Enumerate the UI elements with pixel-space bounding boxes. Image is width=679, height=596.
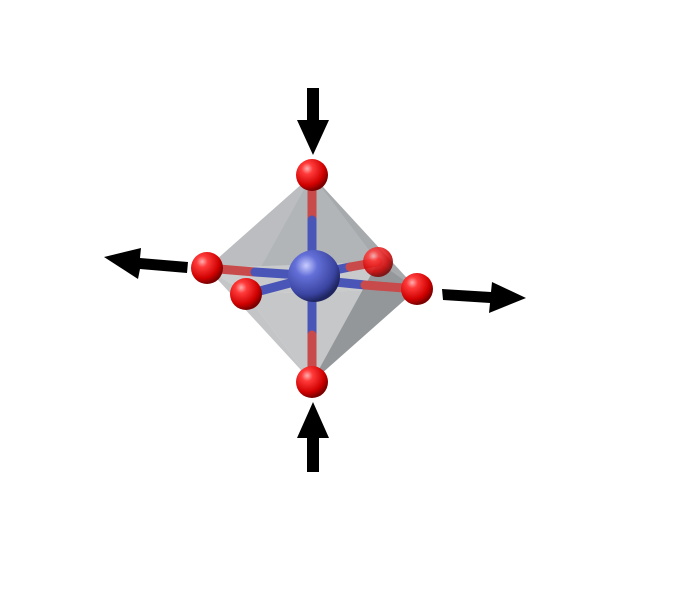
ligand-atom-left xyxy=(191,252,223,284)
ligand-atom-bottom xyxy=(296,366,328,398)
ligand-atom-back-right xyxy=(363,247,393,277)
center-atom xyxy=(288,250,340,302)
ligand-atom-top xyxy=(296,159,328,191)
atoms xyxy=(191,159,433,398)
ligand-atom-front-left xyxy=(230,278,262,310)
arrow-left-elongate xyxy=(104,248,188,279)
arrow-top-compress xyxy=(297,88,329,155)
arrows xyxy=(104,88,526,472)
face-front-left-upper xyxy=(207,175,312,294)
ligand-atom-right xyxy=(401,273,433,305)
face-back-right-lower xyxy=(312,262,417,382)
arrow-right-elongate xyxy=(442,282,526,313)
arrow-bottom-compress xyxy=(297,402,329,472)
bond-front-left-center xyxy=(254,278,292,297)
